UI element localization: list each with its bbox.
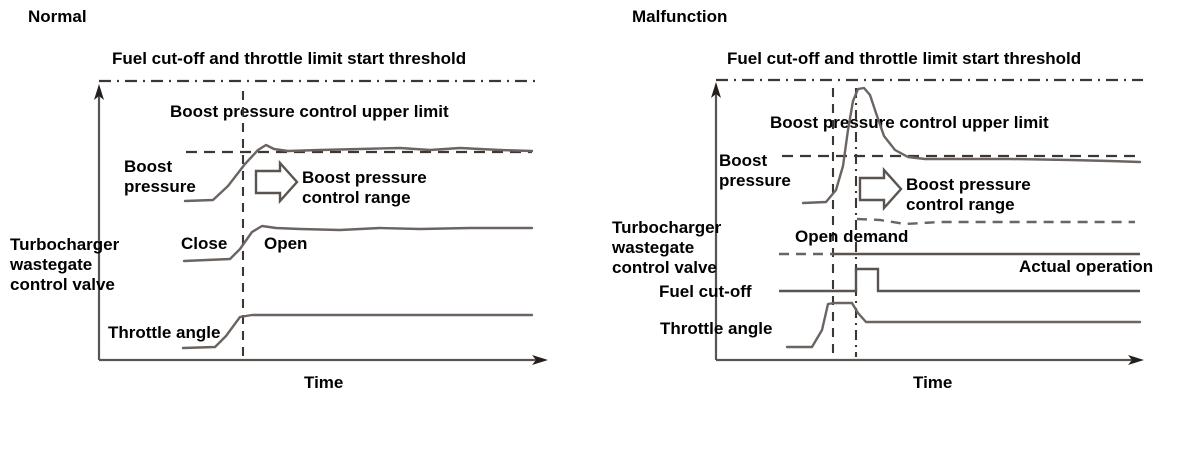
panel-title-normal: Normal [28,7,87,26]
wastegate-label-malfunction-line3: control valve [612,258,717,277]
wastegate-label-normal-line2: wastegate [9,255,92,274]
throttle-angle-trace-normal [181,313,534,350]
x-axis-arrow-normal [532,355,548,365]
y-axis-arrow-malfunction [711,82,721,98]
open-demand-label-malfunction: Open demand [795,227,908,246]
time-axis-label-normal: Time [304,373,343,392]
threshold-label-malfunction: Fuel cut-off and throttle limit start th… [727,49,1081,68]
upper-limit-label-normal: Boost pressure control upper limit [170,102,449,121]
wastegate-label-malfunction-line1: Turbocharger [612,218,722,237]
control-range-arrow-malfunction [858,166,903,212]
panel-title-malfunction: Malfunction [632,7,727,26]
control-range-label-malfunction-line2: control range [906,195,1015,214]
panel-malfunction: Malfunction Fuel cut-off and throttle li… [611,7,1153,392]
wastegate-valve-trace-normal [182,224,534,263]
boost-pressure-label-normal-line1: Boost [124,157,173,176]
boost-pressure-label-normal-line2: pressure [124,177,196,196]
open-label-normal: Open [264,234,307,253]
wastegate-label-normal-line1: Turbocharger [10,235,120,254]
wastegate-label-normal-line3: control valve [10,275,115,294]
upper-limit-label-malfunction: Boost pressure control upper limit [770,113,1049,132]
y-axis-arrow-normal [94,84,104,100]
x-axis-arrow-malfunction [1128,355,1144,365]
throttle-angle-trace-malfunction [785,301,1142,349]
actual-operation-label-malfunction: Actual operation [1019,257,1153,276]
close-label-normal: Close [181,234,227,253]
boost-pressure-trace-normal [183,143,534,203]
boost-pressure-label-malfunction-line1: Boost [719,151,768,170]
wastegate-label-malfunction-line2: wastegate [611,238,694,257]
throttle-angle-label-malfunction: Throttle angle [660,319,772,338]
boost-pressure-label-malfunction-line2: pressure [719,171,791,190]
control-range-lower-bound-malfunction [856,217,1135,226]
control-range-label-normal-line1: Boost pressure [302,168,427,187]
threshold-label-normal: Fuel cut-off and throttle limit start th… [112,49,466,68]
control-range-arrow-normal [254,159,299,205]
control-range-label-malfunction-line1: Boost pressure [906,175,1031,194]
panel-normal: Normal Fuel cut-off and throttle limit s… [9,7,548,392]
boost-pressure-trace-malfunction [801,86,1142,205]
control-range-label-normal-line2: control range [302,188,411,207]
throttle-angle-label-normal: Throttle angle [108,323,220,342]
time-axis-label-malfunction: Time [913,373,952,392]
actual-operation-trace-malfunction [779,267,1140,293]
fuel-cutoff-label-malfunction: Fuel cut-off [659,282,752,301]
